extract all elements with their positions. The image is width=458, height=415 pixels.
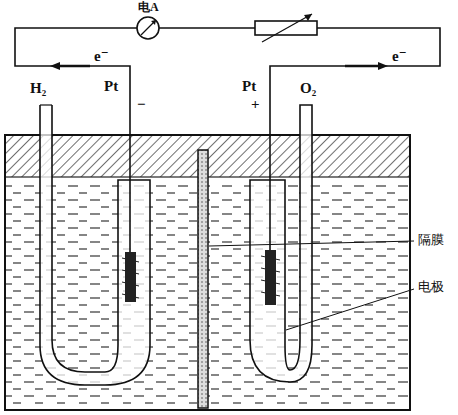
part-label: 电极 [418,280,444,294]
electron-label: e⁻ [94,48,109,65]
meter-label: 电A [138,1,159,14]
electron-label: e⁻ [392,48,407,65]
polarity-sign: − [137,96,146,113]
electrode-label: Pt [242,78,256,95]
part-label: 隔膜 [418,233,444,247]
electrode-label: Pt [104,78,118,95]
polarity-sign: + [251,96,260,113]
gas-label: O₂ [300,80,316,97]
gas-label: H₂ [30,80,46,97]
